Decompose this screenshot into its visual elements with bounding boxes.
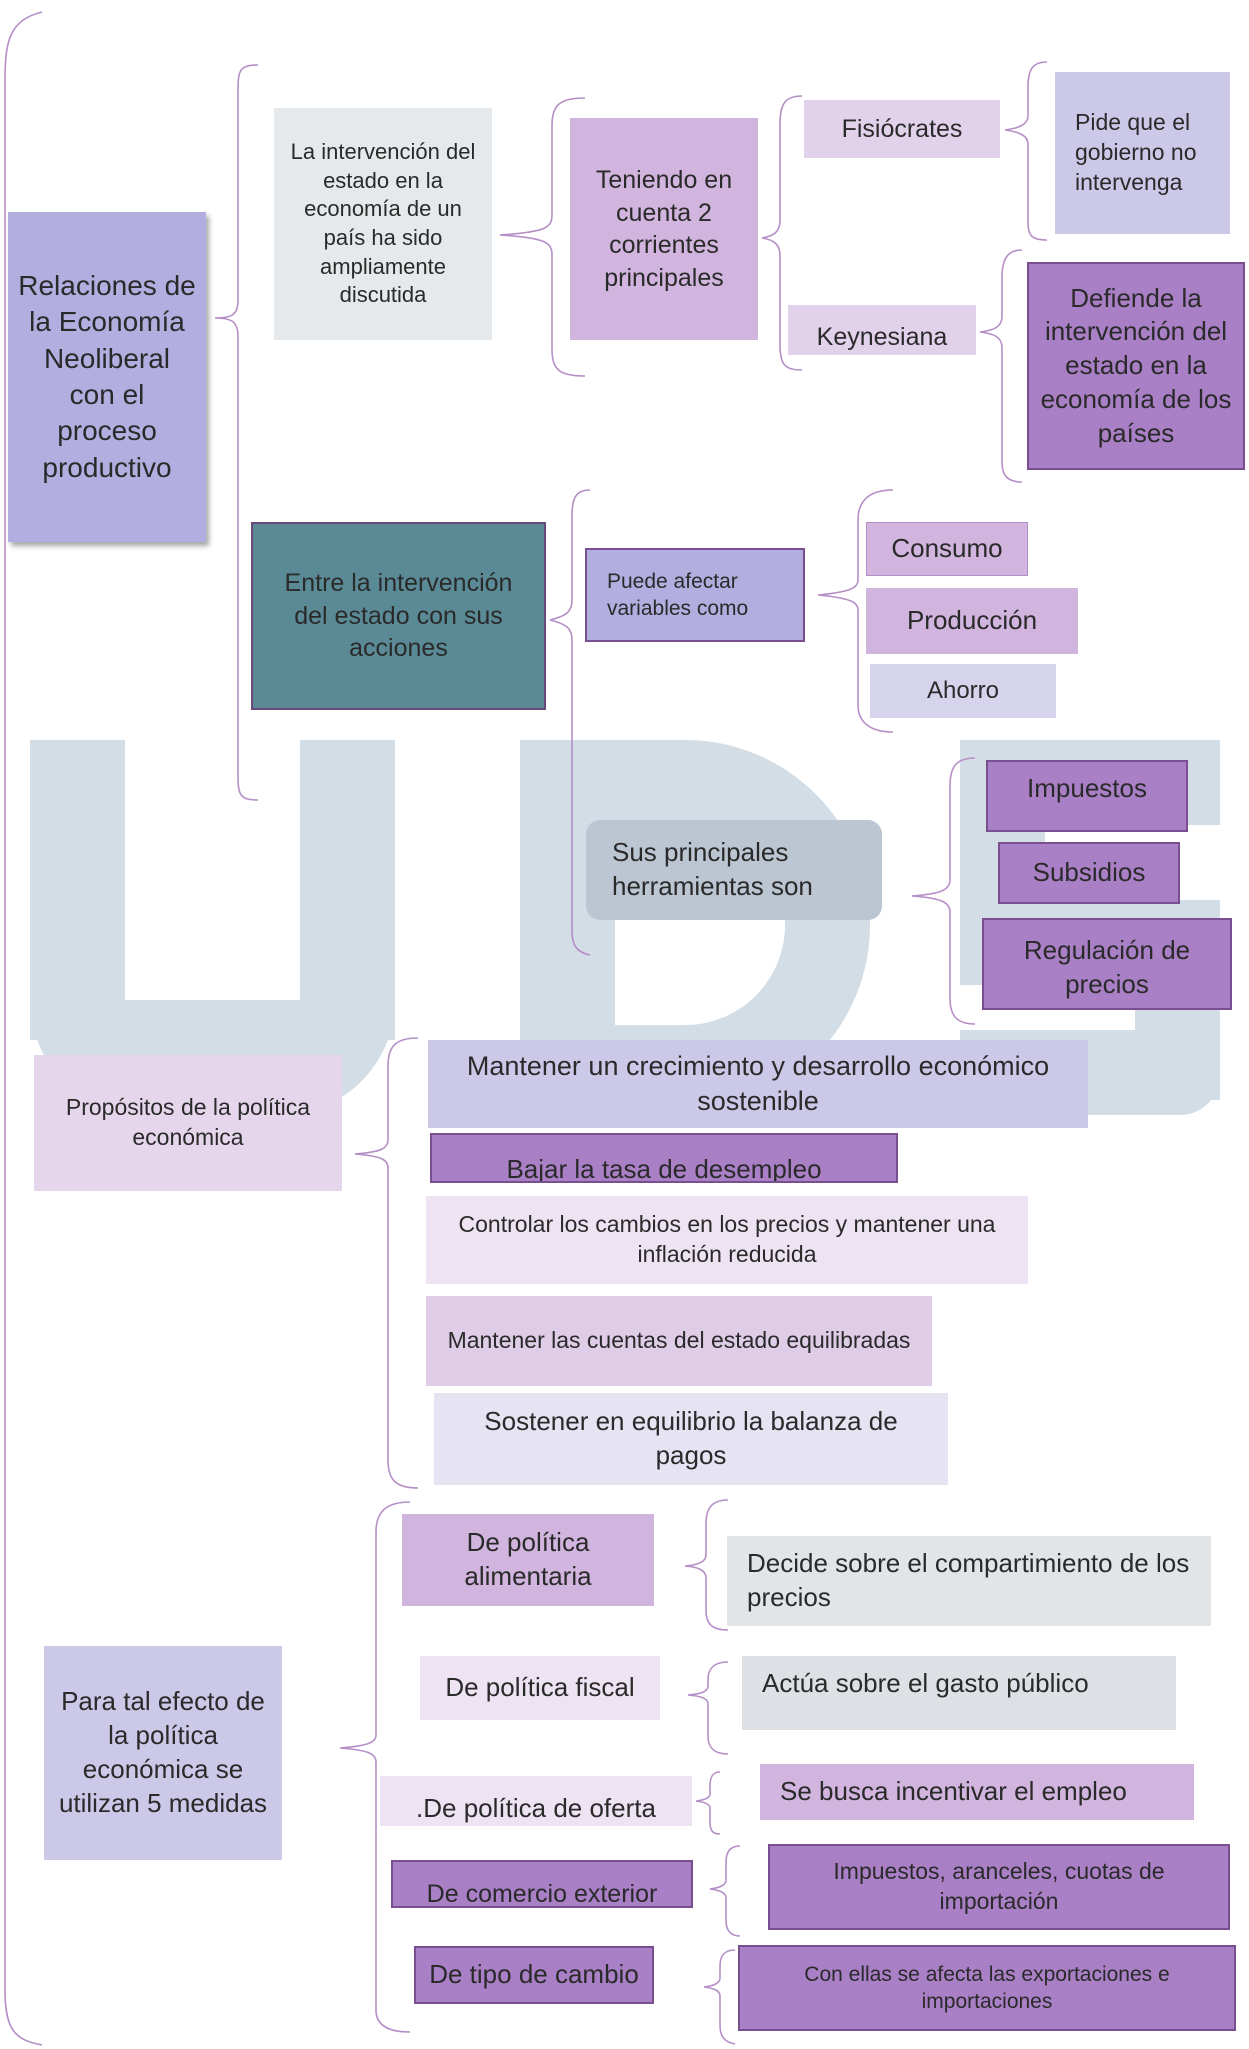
variables-brace: [817, 489, 894, 733]
medida-2-name-text: De política fiscal: [445, 1672, 635, 1703]
title-brace: [214, 64, 259, 801]
medida-1-desc-text: Decide sobre el compartimiento de los pr…: [747, 1548, 1190, 1612]
fisiocrates-desc-text: Pide que el gobierno no intervenga: [1075, 109, 1197, 195]
proposito-3-text: Controlar los cambios en los precios y m…: [458, 1211, 996, 1267]
variable-produccion-text: Producción: [906, 605, 1038, 636]
watermark-u-right: [300, 740, 395, 1040]
acciones-text: Entre la intervención del estado con sus…: [284, 569, 513, 663]
keynesiana-box: Keynesiana: [788, 305, 976, 355]
comercio-brace: [709, 1845, 741, 1937]
herramienta-regulacion: Regulación de precios: [982, 918, 1232, 1010]
medida-4-desc-text: Impuestos, aranceles, cuotas de importac…: [833, 1858, 1165, 1914]
herramientas-label-box: Sus principales herramientas son: [586, 820, 882, 920]
outer-brace: [4, 11, 43, 2046]
proposito-5-text: Sostener en equilibrio la balanza de pag…: [484, 1406, 898, 1470]
variable-consumo: Consumo: [866, 522, 1028, 576]
keynesiana-text: Keynesiana: [816, 322, 948, 351]
title-text: Relaciones de la Economía Neoliberal con…: [18, 269, 196, 483]
keynesiana-brace: [979, 249, 1023, 483]
intervencion-intro-text: La intervención del estado en la economí…: [290, 139, 476, 308]
watermark-u-left: [30, 740, 125, 1040]
medida-2-name: De política fiscal: [420, 1656, 660, 1720]
medida-3-name-text: .De política de oferta: [416, 1793, 656, 1823]
medidas-brace: [339, 1501, 411, 2033]
medida-2-desc-text: Actúa sobre el gasto público: [762, 1668, 1089, 1699]
cambio-brace: [703, 1949, 736, 2045]
medida-3-desc-text: Se busca incentivar el empleo: [780, 1776, 1127, 1807]
variable-produccion: Producción: [866, 588, 1078, 654]
corrientes-box: Teniendo en cuenta 2 corrientes principa…: [570, 118, 758, 340]
variable-consumo-text: Consumo: [891, 533, 1003, 564]
medida-5-desc: Con ellas se afecta las exportaciones e …: [738, 1945, 1236, 2031]
intro-brace: [499, 97, 586, 377]
medida-5-desc-text: Con ellas se afecta las exportaciones e …: [804, 1962, 1170, 2013]
variables-label-text: Puede afectar variables como: [607, 569, 749, 620]
title-box: Relaciones de la Economía Neoliberal con…: [8, 212, 206, 542]
medida-4-name: De comercio exterior: [391, 1860, 693, 1908]
medidas-label-box: Para tal efecto de la política económica…: [44, 1646, 282, 1860]
proposito-1: Mantener un crecimiento y desarrollo eco…: [428, 1040, 1088, 1128]
fiscal-brace: [687, 1661, 729, 1755]
medida-3-desc: Se busca incentivar el empleo: [760, 1764, 1194, 1820]
fisiocrates-text: Fisiócrates: [841, 114, 963, 143]
watermark-d-bowl: [560, 740, 870, 1110]
proposito-4-text: Mantener las cuentas del estado equilibr…: [447, 1327, 911, 1354]
medidas-label-text: Para tal efecto de la política económica…: [58, 1686, 268, 1818]
intervencion-intro-box: La intervención del estado en la economí…: [274, 108, 492, 340]
herramientas-brace: [911, 757, 976, 1025]
medida-5-name: De tipo de cambio: [414, 1946, 654, 2004]
medida-5-name-text: De tipo de cambio: [429, 1959, 639, 1990]
fisiocrates-brace: [1004, 61, 1048, 241]
variable-ahorro: Ahorro: [870, 664, 1056, 718]
variable-ahorro-text: Ahorro: [926, 677, 1000, 705]
alimentaria-brace: [684, 1499, 729, 1631]
variables-label-box: Puede afectar variables como: [585, 548, 805, 642]
propositos-label-text: Propósitos de la política económica: [65, 1094, 311, 1150]
herramienta-subsidios: Subsidios: [998, 842, 1180, 904]
oferta-brace: [695, 1771, 721, 1835]
medida-2-desc: Actúa sobre el gasto público: [742, 1656, 1176, 1730]
acciones-box: Entre la intervención del estado con sus…: [251, 522, 546, 710]
medida-3-name: .De política de oferta: [380, 1776, 692, 1826]
herramientas-label-text: Sus principales herramientas son: [612, 837, 813, 901]
proposito-2-text: Bajar la tasa de desempleo: [506, 1154, 822, 1183]
keynesiana-desc-box: Defiende la intervención del estado en l…: [1027, 262, 1245, 470]
acciones-brace: [549, 489, 591, 956]
medida-1-name: De política alimentaria: [402, 1514, 654, 1606]
proposito-5: Sostener en equilibrio la balanza de pag…: [434, 1393, 948, 1485]
medida-4-name-text: De comercio exterior: [426, 1880, 658, 1908]
fisiocrates-desc-box: Pide que el gobierno no intervenga: [1055, 72, 1230, 234]
propositos-label-box: Propósitos de la política económica: [34, 1055, 342, 1191]
medida-1-name-text: De política alimentaria: [464, 1527, 592, 1591]
keynesiana-desc-text: Defiende la intervención del estado en l…: [1040, 282, 1232, 448]
medida-4-desc: Impuestos, aranceles, cuotas de importac…: [768, 1844, 1230, 1930]
corrientes-brace: [761, 95, 803, 371]
proposito-1-text: Mantener un crecimiento y desarrollo eco…: [466, 1050, 1050, 1116]
propositos-brace: [354, 1037, 419, 1489]
herramienta-regulacion-text: Regulación de precios: [1023, 935, 1191, 999]
herramienta-impuestos-text: Impuestos: [1027, 773, 1147, 803]
herramienta-impuestos: Impuestos: [986, 760, 1188, 832]
herramienta-subsidios-text: Subsidios: [1032, 857, 1146, 888]
proposito-2: Bajar la tasa de desempleo: [430, 1133, 898, 1183]
corrientes-text: Teniendo en cuenta 2 corrientes principa…: [595, 166, 733, 292]
medida-1-desc: Decide sobre el compartimiento de los pr…: [727, 1536, 1211, 1626]
fisiocrates-box: Fisiócrates: [804, 100, 1000, 158]
proposito-4: Mantener las cuentas del estado equilibr…: [426, 1296, 932, 1386]
proposito-3: Controlar los cambios en los precios y m…: [426, 1196, 1028, 1284]
